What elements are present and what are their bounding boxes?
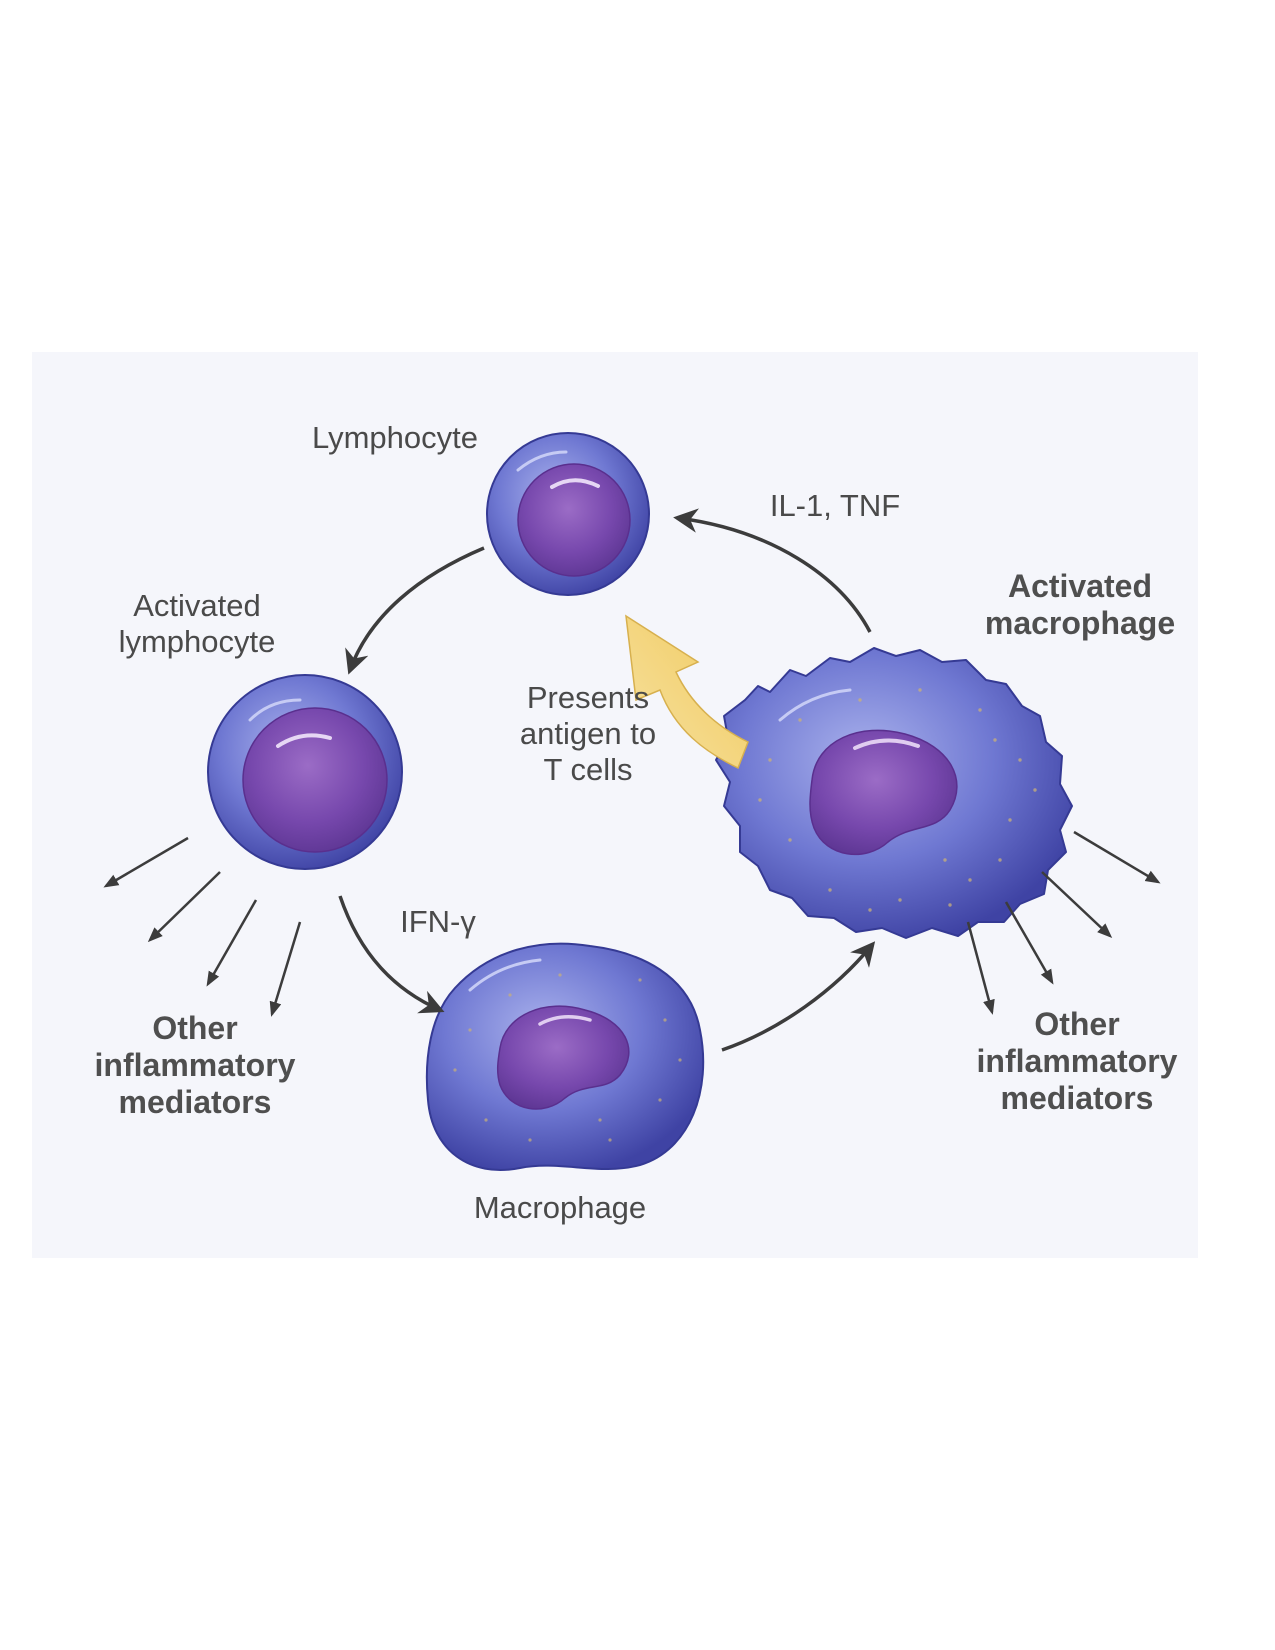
ifn-gamma-label: IFN-γ — [400, 904, 476, 939]
arrow-activated-to-macrophage — [338, 895, 445, 1014]
macrophage-cell — [425, 942, 705, 1171]
presents-antigen-label: Presents antigen to T cells — [519, 680, 657, 787]
activated-macrophage-cell — [715, 647, 1073, 939]
il1-tnf-label: IL-1, TNF — [769, 488, 901, 523]
left-mediator-arrows — [103, 836, 302, 1017]
arrow-macrophage-to-activated-macrophage — [721, 941, 876, 1052]
activated-lymphocyte-cell — [207, 674, 403, 870]
activated-macrophage-label: Activated macrophage — [984, 568, 1176, 642]
other-mediators-right-label: Other inflammatory mediators — [976, 1006, 1178, 1117]
arrow-activated-macrophage-to-lymphocyte — [673, 508, 872, 633]
activated-lymphocyte-label: Activated lymphocyte — [118, 588, 276, 659]
right-mediator-arrows — [966, 830, 1161, 1015]
arrow-lymphocyte-to-activated — [345, 546, 485, 675]
antigen-presentation-arrow — [625, 614, 749, 770]
macrophage-label: Macrophage — [473, 1190, 647, 1225]
other-mediators-left-label: Other inflammatory mediators — [94, 1010, 296, 1121]
lymphocyte-label: Lymphocyte — [312, 420, 478, 455]
lymphocyte-cell — [486, 432, 650, 596]
